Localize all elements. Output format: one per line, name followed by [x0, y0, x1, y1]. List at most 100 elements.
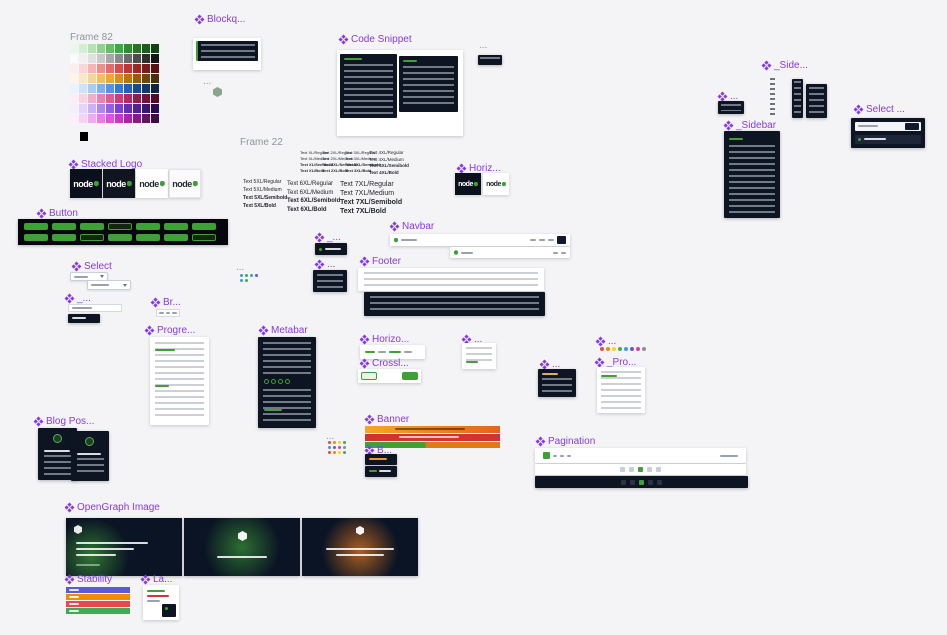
component-label-pro[interactable]: _Pro...	[594, 357, 636, 368]
component-label-select[interactable]: Select	[71, 261, 112, 272]
thumb-light-card[interactable]	[462, 343, 496, 369]
palette-swatch[interactable]	[79, 54, 87, 63]
palette-swatch[interactable]	[88, 74, 96, 83]
thumb-select-dark[interactable]	[851, 118, 925, 148]
palette-swatch[interactable]	[97, 64, 105, 73]
palette-swatch[interactable]	[70, 114, 78, 123]
palette-swatch[interactable]	[133, 44, 141, 53]
palette-swatch[interactable]	[106, 64, 114, 73]
palette-swatch-black[interactable]	[80, 132, 88, 141]
palette-swatch[interactable]	[142, 84, 150, 93]
component-label-ellipsis7[interactable]: ...	[595, 336, 616, 347]
palette-swatch[interactable]	[151, 114, 159, 123]
palette-swatch[interactable]	[124, 94, 132, 103]
palette-swatch[interactable]	[151, 74, 159, 83]
palette-swatch[interactable]	[115, 84, 123, 93]
palette-swatch[interactable]	[115, 114, 123, 123]
mini-button[interactable]	[52, 223, 76, 230]
frame-label-frame22[interactable]: Frame 22	[240, 137, 283, 148]
component-label-la-item[interactable]: La...	[140, 574, 172, 585]
thumb-logo-dark-1[interactable]: node	[70, 169, 102, 198]
component-label-breadcrumb[interactable]: Br...	[150, 297, 181, 308]
mini-button[interactable]	[164, 234, 188, 241]
node-hexagon-icon[interactable]	[213, 87, 222, 97]
mini-button[interactable]	[192, 223, 216, 230]
thumb-blockquote[interactable]	[193, 38, 261, 70]
mini-button[interactable]	[136, 234, 160, 241]
thumb-sidebar[interactable]	[724, 131, 780, 218]
palette-swatch[interactable]	[88, 54, 96, 63]
thumb-metabar[interactable]	[258, 337, 316, 428]
thumb-code-dark-card[interactable]	[538, 369, 576, 397]
palette-swatch[interactable]	[151, 44, 159, 53]
component-label-ellipsis5[interactable]: ...	[461, 334, 482, 345]
component-label-blog-post[interactable]: Blog Pos...	[33, 416, 94, 427]
component-label-horizontal-rule[interactable]: Horizo...	[359, 334, 409, 345]
palette-swatch[interactable]	[79, 74, 87, 83]
thumb-button-set[interactable]	[18, 219, 228, 245]
stability-strip-green[interactable]	[66, 608, 130, 614]
palette-swatch[interactable]	[79, 64, 87, 73]
palette-swatch[interactable]	[142, 104, 150, 113]
frame-label-ellipsis3[interactable]: ...	[236, 262, 244, 273]
palette-swatch[interactable]	[124, 64, 132, 73]
thumb-breadcrumb[interactable]	[156, 309, 180, 317]
palette-swatch[interactable]	[106, 94, 114, 103]
thumb-pagination-2[interactable]	[535, 464, 746, 475]
stability-strip-orange[interactable]	[66, 594, 130, 600]
palette-swatch[interactable]	[106, 54, 114, 63]
palette-swatch[interactable]	[133, 94, 141, 103]
component-label-blockquote[interactable]: Blockq...	[194, 14, 245, 25]
palette-swatch[interactable]	[142, 64, 150, 73]
palette-swatch[interactable]	[115, 104, 123, 113]
thumb-crosslink[interactable]	[358, 369, 421, 383]
thumb-opengraph-release[interactable]	[184, 518, 300, 576]
thumb-badge-orange[interactable]	[365, 454, 397, 465]
thumb-hlogo-light[interactable]: node	[483, 173, 509, 195]
palette-swatch[interactable]	[133, 84, 141, 93]
component-label-stacked-logo[interactable]: Stacked Logo	[68, 159, 142, 170]
mini-button[interactable]	[80, 223, 104, 230]
thumb-banner-error[interactable]	[365, 434, 500, 441]
palette-swatch[interactable]	[151, 84, 159, 93]
component-label-code-snippet[interactable]: Code Snippet	[338, 34, 412, 45]
palette-swatch[interactable]	[142, 74, 150, 83]
thumb-banner-warning[interactable]	[365, 426, 500, 433]
palette-swatch[interactable]	[133, 64, 141, 73]
palette-swatch[interactable]	[124, 114, 132, 123]
thumb-horizontal-rule[interactable]	[360, 345, 425, 359]
component-label-underscore1[interactable]: _...	[314, 232, 341, 243]
palette-swatch[interactable]	[124, 74, 132, 83]
palette-swatch[interactable]	[142, 54, 150, 63]
component-label-side-mini[interactable]: ...	[717, 91, 738, 102]
palette-swatch[interactable]	[88, 64, 96, 73]
palette-swatch[interactable]	[70, 84, 78, 93]
frame-label-ellipsis2[interactable]: ...	[479, 40, 487, 51]
palette-swatch[interactable]	[142, 44, 150, 53]
thumb-pagination-1[interactable]	[535, 448, 746, 463]
component-label-banner[interactable]: Banner	[364, 414, 409, 425]
palette-swatch[interactable]	[70, 74, 78, 83]
palette-swatch[interactable]	[151, 54, 159, 63]
thumb-select-large[interactable]	[87, 280, 131, 290]
component-label-side-group[interactable]: _Side...	[761, 60, 808, 71]
thumb-mini-dark[interactable]	[718, 101, 744, 114]
thumb-side-panel-wide[interactable]	[806, 84, 827, 118]
component-label-progression[interactable]: Progre...	[144, 325, 195, 336]
thumb-navbar-2[interactable]	[450, 247, 570, 258]
palette-swatch[interactable]	[88, 94, 96, 103]
thumb-dark-strip[interactable]	[68, 314, 100, 323]
component-label-ellipsis6[interactable]: ...	[539, 359, 560, 370]
thumb-logo-light-1[interactable]: node	[136, 169, 168, 198]
palette-swatch[interactable]	[124, 54, 132, 63]
palette-swatch[interactable]	[133, 54, 141, 63]
mini-button[interactable]	[24, 234, 48, 241]
thumb-footer-dark[interactable]	[364, 292, 545, 316]
thumb-pro-panel[interactable]	[597, 367, 645, 413]
palette-swatch[interactable]	[124, 104, 132, 113]
component-label-opengraph[interactable]: OpenGraph Image	[64, 502, 160, 513]
thumb-label-set[interactable]	[143, 585, 179, 620]
palette-swatch[interactable]	[70, 44, 78, 53]
